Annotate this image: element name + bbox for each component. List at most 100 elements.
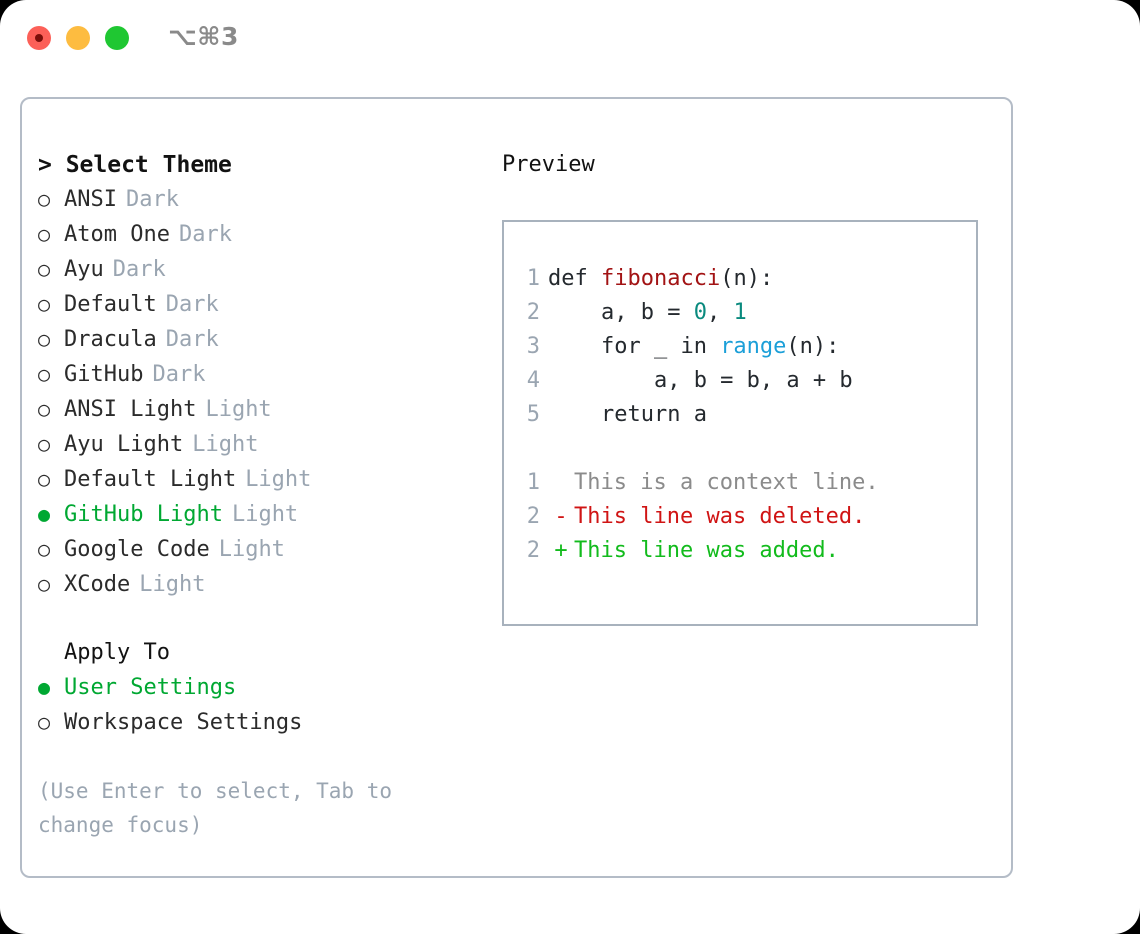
theme-variant-tag: Dark (178, 222, 232, 247)
radio-unselected-icon: ○ (38, 292, 51, 316)
code-token-plain: a, b = b, a + b (548, 368, 853, 393)
theme-label: Default Light (64, 467, 237, 492)
theme-list-header: > Select Theme (38, 152, 232, 178)
code-text: return a (548, 398, 707, 432)
radio-unselected-icon: ○ (38, 187, 51, 211)
radio-unselected-icon: ○ (38, 257, 51, 281)
line-number: 2 (526, 300, 540, 325)
theme-label: Ayu Light (64, 432, 184, 457)
radio-unselected-icon: ○ (38, 467, 51, 491)
theme-variant-tag: Dark (165, 292, 219, 317)
line-number: 5 (526, 402, 540, 427)
apply-to-header: Apply To (64, 640, 170, 665)
code-line: 2 a, b = 0, 1 (504, 296, 976, 330)
code-text: a, b = 0, 1 (548, 296, 747, 330)
theme-variant-tag: Dark (152, 362, 206, 387)
keyboard-shortcut-label: ⌥⌘3 (168, 22, 239, 51)
line-number: 2 (526, 504, 540, 529)
keyboard-hint-text: (Use Enter to select, Tab to change focu… (38, 779, 393, 837)
diff-spacer (504, 432, 976, 466)
code-token-plain: return a (548, 402, 707, 427)
code-line: 4 a, b = b, a + b (504, 364, 976, 398)
code-text: a, b = b, a + b (548, 364, 853, 398)
radio-unselected-icon: ○ (38, 432, 51, 456)
apply-to-label: Workspace Settings (64, 710, 303, 735)
radio-unselected-icon: ○ (38, 710, 51, 734)
apply-to-item[interactable]: ○ Workspace Settings (38, 705, 478, 740)
line-number: 1 (526, 470, 540, 495)
apply-to-item[interactable]: ● User Settings (38, 670, 478, 705)
diff-text: This line was added. (574, 538, 839, 563)
code-line: 1 def fibonacci(n): (504, 262, 976, 296)
code-token-plain: (n): (786, 334, 840, 359)
line-number: 3 (526, 334, 540, 359)
theme-label: ANSI Light (64, 397, 197, 422)
code-text: for _ in range(n): (548, 330, 839, 364)
radio-unselected-icon: ○ (38, 537, 51, 561)
close-button-icon[interactable] (27, 26, 51, 50)
theme-variant-tag: Dark (165, 327, 219, 352)
theme-item[interactable]: ○ Ayu Light Light (38, 427, 478, 462)
theme-label: Atom One (64, 222, 170, 247)
theme-item[interactable]: ○ Default Light Light (38, 462, 478, 497)
code-text: def fibonacci(n): (548, 262, 773, 296)
code-line: 5 return a (504, 398, 976, 432)
theme-label: ANSI (64, 187, 117, 212)
theme-label: Google Code (64, 537, 210, 562)
theme-label: XCode (64, 572, 131, 597)
theme-label: GitHub Light (64, 502, 223, 527)
radio-unselected-icon: ○ (38, 397, 51, 421)
diff-marker-icon (548, 466, 574, 500)
theme-variant-tag: Light (231, 502, 299, 527)
apply-to-label: User Settings (64, 675, 237, 700)
diff-line-ctx: 1 This is a context line. (504, 466, 976, 500)
theme-item[interactable]: ○ Default Dark (38, 287, 478, 322)
diff-sample: 1 This is a context line.2-This line was… (504, 466, 976, 568)
diff-line-del: 2-This line was deleted. (504, 500, 976, 534)
theme-label: GitHub (64, 362, 144, 387)
code-token-plain: a, b = (548, 300, 694, 325)
line-number: 4 (526, 368, 540, 393)
theme-item[interactable]: ○ ANSI Dark (38, 182, 478, 217)
section-spacer (38, 602, 478, 636)
radio-selected-icon: ● (38, 675, 51, 699)
maximize-button-icon[interactable] (105, 26, 129, 50)
theme-label: Dracula (64, 327, 157, 352)
theme-variant-tag: Light (245, 467, 312, 492)
line-number: 1 (526, 266, 540, 291)
theme-variant-tag: Light (192, 432, 259, 457)
code-line: 3 for _ in range(n): (504, 330, 976, 364)
theme-label: Ayu (64, 257, 104, 282)
theme-variant-tag: Light (139, 572, 206, 597)
line-number: 2 (526, 538, 540, 563)
code-token-plain: def (548, 266, 601, 291)
minimize-button-icon[interactable] (66, 26, 90, 50)
radio-unselected-icon: ○ (38, 362, 51, 386)
diff-text: This is a context line. (574, 470, 879, 495)
diff-marker-icon: + (554, 538, 568, 563)
theme-label: Default (64, 292, 157, 317)
code-token-plain: , (706, 300, 734, 325)
theme-item[interactable]: ○ GitHub Dark (38, 357, 478, 392)
window-controls (27, 26, 129, 50)
title-bar: ⌥⌘3 (0, 0, 1140, 78)
radio-unselected-icon: ○ (38, 327, 51, 351)
theme-item[interactable]: ○ Dracula Dark (38, 322, 478, 357)
code-token-plain: for _ in (548, 334, 721, 359)
diff-line-add: 2 +This line was added. (504, 534, 976, 568)
theme-variant-tag: Dark (125, 187, 179, 212)
code-token-num: 1 (733, 300, 747, 325)
code-token-plain: (n): (720, 266, 774, 291)
